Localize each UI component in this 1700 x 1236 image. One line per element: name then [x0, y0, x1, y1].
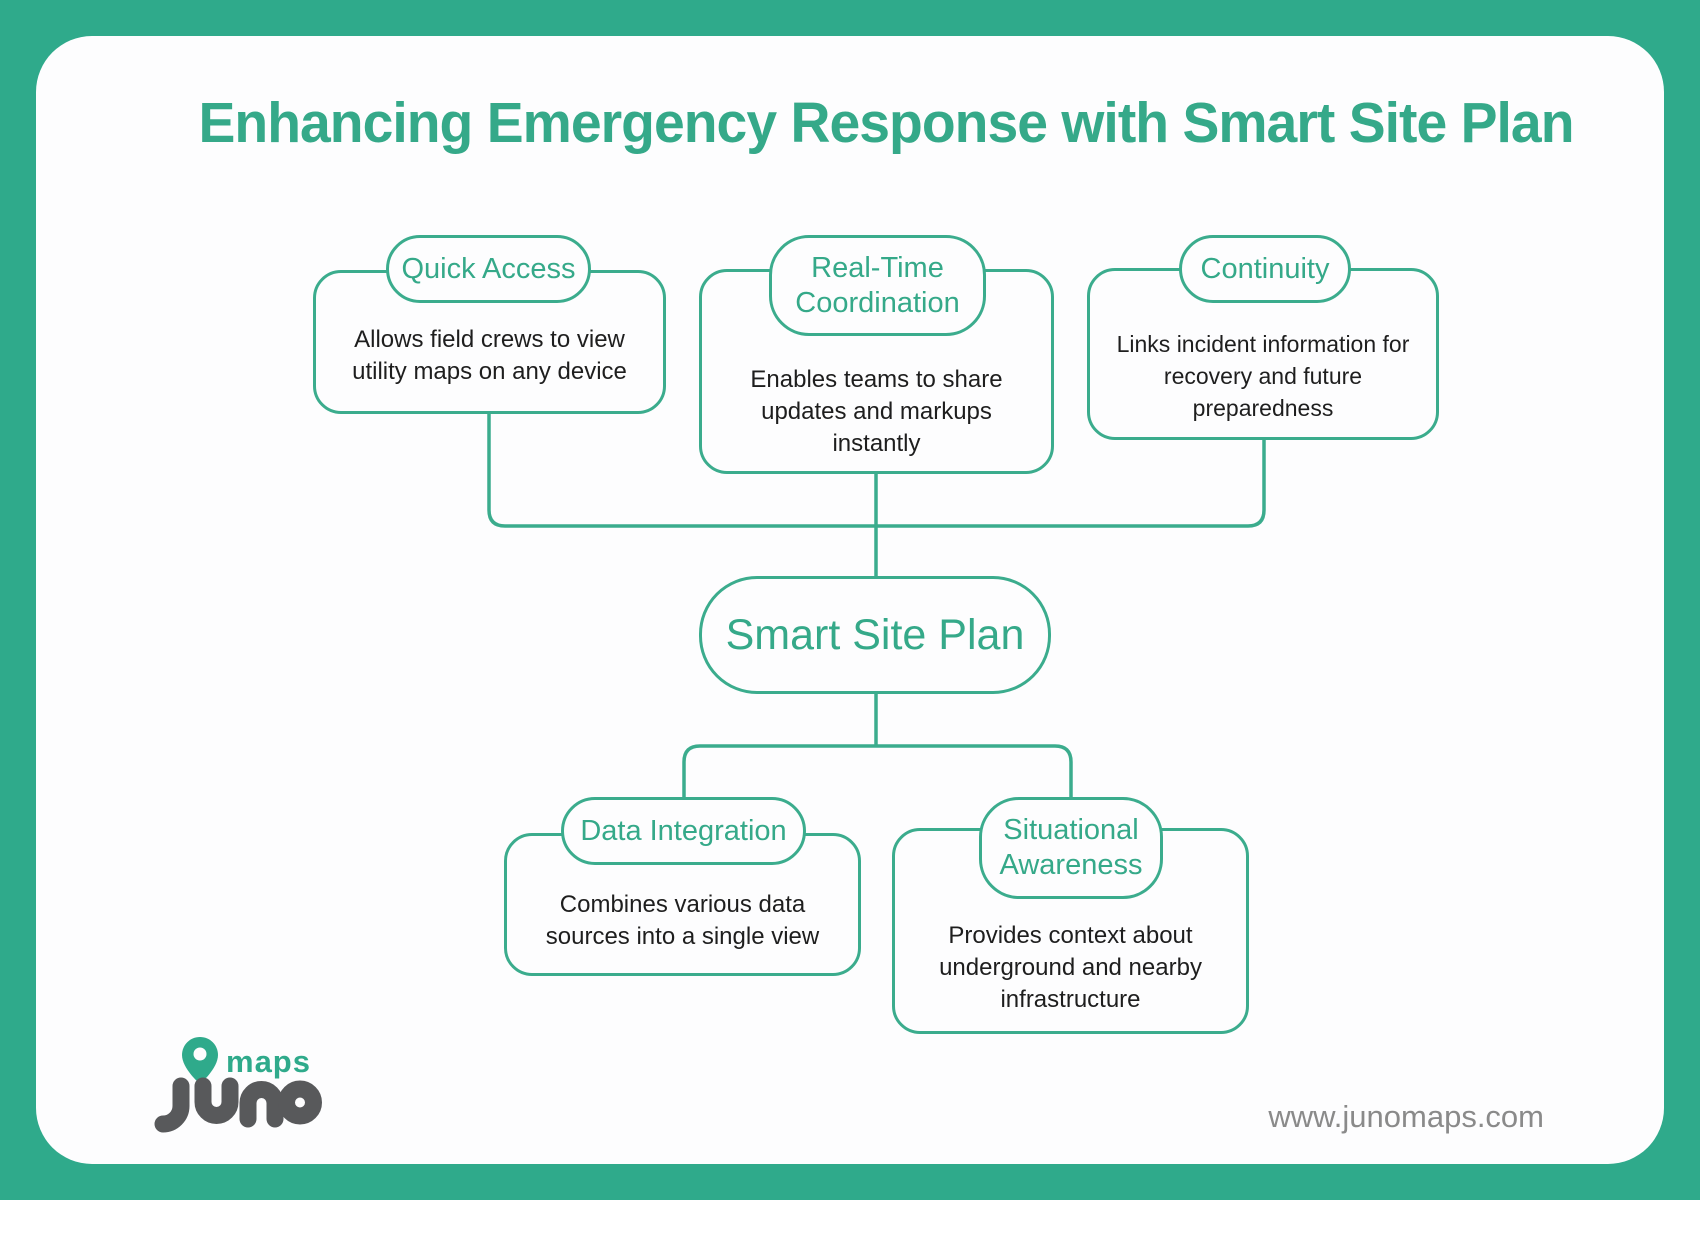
feature-label-quick-access: Quick Access	[386, 235, 591, 303]
feature-label-real-time-coordination: Real-Time Coordination	[769, 235, 986, 336]
feature-description-continuity: Links incident information for recovery …	[1089, 328, 1437, 424]
website-url: www.junomaps.com	[1268, 1099, 1544, 1135]
feature-description-situational-awareness: Provides context about underground and n…	[902, 920, 1239, 1016]
central-node-smart-site-plan: Smart Site Plan	[699, 576, 1051, 694]
feature-description-quick-access: Allows field crews to view utility maps …	[323, 324, 656, 388]
juno-maps-logo: maps	[148, 1034, 368, 1154]
green-frame-background: Enhancing Emergency Response with Smart …	[0, 0, 1700, 1200]
feature-description-data-integration: Combines various data sources into a sin…	[514, 889, 851, 953]
feature-description-real-time-coordination: Enables teams to share updates and marku…	[709, 364, 1044, 460]
content-card: Enhancing Emergency Response with Smart …	[36, 36, 1664, 1164]
logo-juno-wordmark	[148, 1074, 330, 1142]
feature-label-continuity: Continuity	[1179, 235, 1351, 303]
feature-label-situational-awareness: Situational Awareness	[979, 797, 1163, 899]
feature-label-data-integration: Data Integration	[561, 797, 806, 865]
bottom-bus-line	[684, 746, 1071, 797]
